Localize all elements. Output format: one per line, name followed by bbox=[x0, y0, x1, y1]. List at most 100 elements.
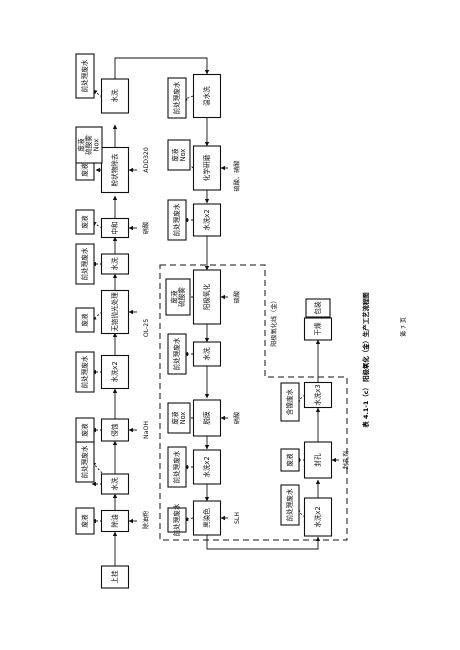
process-box-chem: 化学研磨 bbox=[192, 145, 222, 191]
process-box-label: 中和 bbox=[110, 221, 119, 234]
process-box-label: 水洗 bbox=[110, 477, 119, 491]
process-box-dry: 干燥 bbox=[303, 317, 333, 341]
process-box-p14: 前处理废水 bbox=[167, 333, 187, 375]
process-box-label: 废液 bbox=[169, 290, 178, 304]
process-box-label: 上挂 bbox=[110, 570, 119, 584]
process-box-seal: 封孔 bbox=[303, 441, 333, 479]
process-box-label: 废液 bbox=[170, 411, 179, 425]
label-ol25: OL-25 bbox=[143, 319, 150, 337]
process-box-p1: 废液 bbox=[75, 507, 95, 535]
process-box-label: 阳极氧化 bbox=[202, 283, 211, 310]
process-box-anod: 阳极氧化 bbox=[192, 269, 222, 325]
process-box-p18: 前处理废水 bbox=[167, 503, 187, 536]
process-box-label: 废液 bbox=[80, 514, 89, 528]
process-box-label: 水洗x2 bbox=[202, 456, 211, 477]
process-box-label: 前处理废水 bbox=[172, 450, 181, 483]
process-box-label: 水洗x2 bbox=[110, 361, 119, 382]
process-box-label: Nox bbox=[179, 149, 187, 162]
process-box-label: 包装 bbox=[313, 301, 322, 315]
process-box-p16: 前处理废水 bbox=[167, 446, 187, 488]
process-box-p12: 前处理废水 bbox=[167, 199, 187, 241]
label-add320: ADD320 bbox=[143, 147, 150, 173]
process-box-label: 水洗 bbox=[110, 257, 119, 271]
process-box-dye: 黑染色 bbox=[192, 500, 222, 536]
process-box-label: 水洗 bbox=[202, 347, 211, 361]
process-box-w6: 水洗 bbox=[192, 341, 222, 367]
process-box-w9: 水洗x3 bbox=[303, 381, 333, 409]
process-box-label: 前处理废水 bbox=[172, 81, 181, 114]
process-box-label: 水洗x2 bbox=[313, 506, 322, 527]
process-box-label: 粉状物除去 bbox=[110, 153, 119, 186]
region-label: 阳极氧化线（金） bbox=[270, 297, 278, 347]
process-box-label: 化学研磨 bbox=[202, 154, 211, 181]
process-box-p7: 废液 bbox=[75, 209, 95, 235]
process-box-label: 前处理废水 bbox=[80, 59, 89, 92]
label-nitric-acid-b: 硝酸 bbox=[233, 412, 241, 424]
process-box-label: 含镍废水 bbox=[285, 388, 294, 415]
process-box-label: 水洗x2 bbox=[202, 209, 211, 230]
process-box-label: 除油 bbox=[110, 514, 119, 528]
process-box-label: 侵蚀 bbox=[110, 423, 119, 437]
process-box-label: 硫酸雾 bbox=[177, 287, 186, 307]
label-nitric-acid: 硝酸 bbox=[142, 222, 150, 234]
process-box-label: 无铬抛光处理 bbox=[110, 292, 119, 332]
process-box-label: 前处理废水 bbox=[80, 445, 89, 478]
process-box-label: Nox bbox=[93, 139, 101, 152]
label-naoh: NaOH bbox=[143, 421, 150, 439]
process-box-neut: 中和 bbox=[100, 217, 130, 239]
label-sulfuric-acid: 硫酸 bbox=[233, 291, 241, 303]
process-box-label: 水洗 bbox=[110, 89, 119, 103]
anodizing-line-region bbox=[159, 264, 348, 541]
process-box-p8: 前处理废水 bbox=[75, 53, 95, 99]
process-box-p5: 废液 bbox=[75, 307, 95, 333]
process-box-label: 前处理废水 bbox=[80, 355, 89, 388]
process-box-degrease: 除油 bbox=[100, 509, 130, 533]
process-box-p15: 废液硫酸雾 bbox=[165, 278, 191, 316]
process-box-label: 废液 bbox=[80, 163, 89, 177]
process-box-label: 前处理废水 bbox=[80, 247, 89, 280]
process-box-label: 废液 bbox=[80, 313, 89, 327]
process-box-w4: 水洗 bbox=[100, 78, 130, 114]
process-box-label: 脱膜 bbox=[202, 411, 211, 425]
process-box-hot: 温水洗 bbox=[192, 73, 222, 119]
process-box-label: 封孔 bbox=[313, 453, 322, 467]
process-box-label: 水洗x3 bbox=[313, 384, 322, 405]
process-box-w8: 水洗x2 bbox=[303, 497, 333, 537]
process-box-label: 前处理废水 bbox=[172, 503, 181, 536]
process-box-p2: 前处理废水 bbox=[75, 441, 95, 483]
label-chem-polish-acids: 硫酸、硝酸 bbox=[233, 161, 241, 192]
process-box-p21: 废液 bbox=[280, 448, 300, 472]
process-box-w1: 水洗 bbox=[100, 473, 130, 495]
process-box-powder: 粉状物除去 bbox=[100, 146, 130, 194]
process-box-p6: 前处理废水 bbox=[75, 243, 95, 285]
process-box-w3: 水洗 bbox=[100, 253, 130, 275]
process-box-p9: 废液 bbox=[75, 159, 95, 181]
process-box-label: 废液 bbox=[80, 215, 89, 229]
page-number: 第 7 页 bbox=[400, 317, 408, 337]
process-box-label: 前处理废水 bbox=[285, 488, 294, 521]
figure-caption: 表 4.1-1（c） 阳极氧化（金）生产工艺流程图 bbox=[361, 292, 370, 428]
process-box-p3: 废液 bbox=[75, 417, 95, 443]
process-box-ol: 无铬抛光处理 bbox=[100, 289, 130, 335]
process-box-label: Nox bbox=[179, 412, 187, 425]
process-box-label: 干燥 bbox=[313, 322, 322, 336]
process-box-p4: 前处理废水 bbox=[75, 351, 95, 393]
process-box-p20: 前处理废水 bbox=[280, 484, 300, 526]
process-box-up: 上挂 bbox=[100, 565, 130, 589]
process-box-w7: 水洗x2 bbox=[192, 449, 222, 485]
process-box-label: 黑染色 bbox=[202, 508, 211, 528]
process-box-desmut: 脱膜 bbox=[192, 399, 222, 437]
process-box-pack: 包装 bbox=[305, 298, 331, 318]
label-slh: SLH bbox=[234, 512, 241, 524]
process-box-p22: 含镍废水 bbox=[280, 382, 300, 422]
process-box-label: 废液 bbox=[77, 138, 86, 152]
label-degrease-agent: 除油粉 bbox=[142, 511, 150, 530]
process-box-w2: 水洗x2 bbox=[100, 354, 130, 390]
process-box-p11: 前处理废水 bbox=[167, 77, 187, 119]
label-sealing-agent: 封孔剂 bbox=[342, 451, 350, 470]
process-box-w5: 水洗x2 bbox=[192, 203, 222, 237]
